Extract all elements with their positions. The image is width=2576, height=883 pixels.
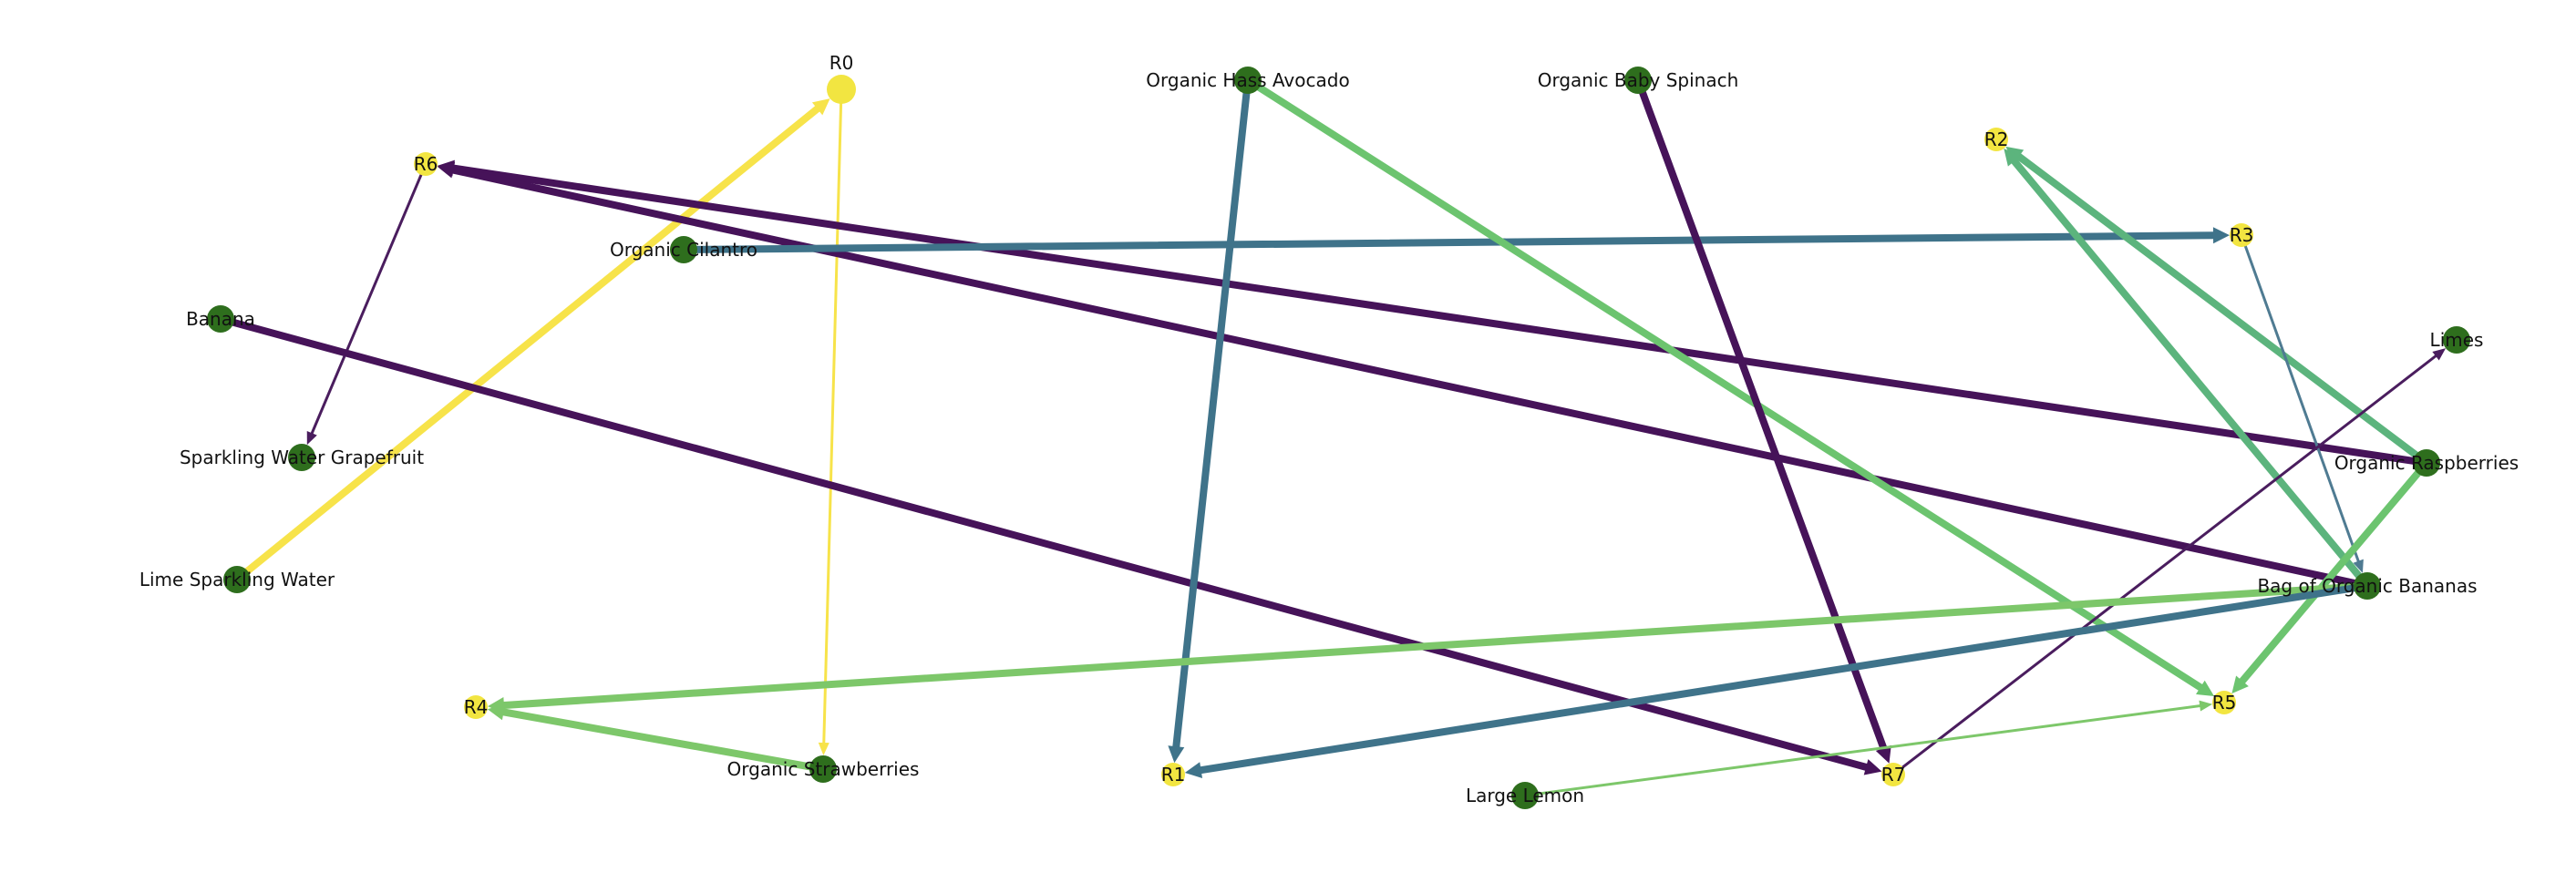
edge-line xyxy=(2009,156,2366,584)
edge-line xyxy=(1251,80,2206,693)
node-label-R2: R2 xyxy=(1984,128,2009,150)
node-R3[interactable] xyxy=(2230,223,2253,247)
node-R6[interactable] xyxy=(414,152,438,176)
edge-line xyxy=(448,164,2423,466)
edge-strawberries-to-R4 xyxy=(487,703,819,772)
edge-line xyxy=(498,582,2364,710)
edge-bagbananas-to-R1 xyxy=(1184,583,2364,779)
node-label-R5: R5 xyxy=(2212,692,2237,714)
node-R5[interactable] xyxy=(2212,691,2236,714)
edge-spinach-to-R7 xyxy=(1637,84,1891,764)
edge-line xyxy=(822,97,843,746)
edge-line xyxy=(448,166,2364,589)
node-R1[interactable] xyxy=(1161,763,1185,786)
edge-arrowhead xyxy=(2353,559,2364,573)
node-grapefruit[interactable] xyxy=(288,444,315,471)
edge-lemon-to-R5 xyxy=(1531,700,2213,796)
node-label-R0: R0 xyxy=(829,52,854,74)
edge-limesw-to-R0 xyxy=(239,98,830,579)
node-R7[interactable] xyxy=(1881,763,1905,786)
node-limes[interactable] xyxy=(2443,326,2470,354)
edge-bagbananas-to-R4 xyxy=(487,582,2364,714)
node-strawberries[interactable] xyxy=(809,755,837,783)
edge-line xyxy=(1172,84,1252,753)
node-label-R4: R4 xyxy=(464,696,489,718)
node-raspberries[interactable] xyxy=(2413,449,2440,477)
node-label-cilantro: Organic Cilantro xyxy=(610,239,757,261)
edge-banana-to-R7 xyxy=(224,317,1882,775)
edge-arrowhead xyxy=(2231,675,2249,694)
edge-line xyxy=(1637,84,1888,754)
edge-line xyxy=(1195,583,2364,775)
edge-R6-to-grapefruit xyxy=(306,169,425,446)
node-cilantro[interactable] xyxy=(670,236,697,263)
edge-raspberries-to-R6 xyxy=(437,159,2423,466)
edge-line xyxy=(2242,240,2361,565)
edge-arrowhead xyxy=(818,742,829,756)
node-label-R3: R3 xyxy=(2230,224,2254,246)
node-label-lemon: Large Lemon xyxy=(1466,785,1584,806)
edge-line xyxy=(1531,703,2203,796)
edge-line xyxy=(239,104,823,579)
node-label-avocado: Organic Hass Avocado xyxy=(1146,69,1349,91)
edge-bagbananas-to-R2 xyxy=(2004,149,2366,584)
edge-cilantro-to-R3 xyxy=(687,227,2231,253)
edge-arrowhead xyxy=(1184,762,1203,779)
edge-arrowhead xyxy=(2432,348,2447,361)
node-label-banana: Banana xyxy=(186,308,255,330)
node-R4[interactable] xyxy=(464,695,488,719)
edge-raspberries-to-R5 xyxy=(2231,465,2426,694)
edge-line xyxy=(224,317,1872,772)
edge-arrowhead xyxy=(811,98,830,116)
edge-line xyxy=(2237,465,2426,686)
node-bagbananas[interactable] xyxy=(2354,572,2381,600)
edge-arrowhead xyxy=(487,703,506,721)
edge-bagbananas-to-R6 xyxy=(437,161,2364,589)
edge-arrowhead xyxy=(306,430,317,446)
edge-avocado-to-R1 xyxy=(1168,84,1252,764)
edge-arrowhead xyxy=(2199,700,2213,712)
node-label-spinach: Organic Baby Spinach xyxy=(1538,69,1739,91)
node-banana[interactable] xyxy=(207,305,234,333)
node-label-strawberries: Organic Strawberries xyxy=(727,758,920,780)
node-label-R7: R7 xyxy=(1881,764,1906,785)
edge-arrowhead xyxy=(1863,759,1882,775)
node-label-raspberries: Organic Raspberries xyxy=(2334,452,2519,474)
edge-line xyxy=(1897,353,2439,772)
edge-arrowhead xyxy=(1168,745,1185,764)
node-label-grapefruit: Sparkling Water Grapefruit xyxy=(180,447,424,468)
edge-arrowhead xyxy=(2212,227,2231,244)
node-R2[interactable] xyxy=(1984,128,2008,151)
edge-arrowhead xyxy=(2004,149,2021,167)
edge-arrowhead xyxy=(1875,744,1891,764)
edge-R0-to-strawberries xyxy=(818,97,843,756)
edge-avocado-to-R5 xyxy=(1251,80,2215,697)
edge-R7-to-limes xyxy=(1897,348,2447,772)
node-label-limes: Limes xyxy=(2430,329,2484,351)
node-label-R1: R1 xyxy=(1161,764,1186,785)
edge-line xyxy=(498,708,819,772)
edges-layer xyxy=(224,80,2447,796)
node-spinach[interactable] xyxy=(1624,67,1652,94)
node-avocado[interactable] xyxy=(1234,67,1262,94)
edge-line xyxy=(2014,151,2424,462)
edge-arrowhead xyxy=(437,161,456,179)
nodes-layer xyxy=(207,67,2470,809)
edge-line xyxy=(687,231,2220,253)
edge-arrowhead xyxy=(2196,680,2215,697)
edge-line xyxy=(310,169,425,436)
node-label-bagbananas: Bag of Organic Bananas xyxy=(2257,575,2477,597)
node-label-R6: R6 xyxy=(414,153,438,175)
node-label-limesw: Lime Sparkling Water xyxy=(139,569,335,590)
node-R0[interactable] xyxy=(827,75,856,104)
node-limesw[interactable] xyxy=(223,566,251,593)
edge-R3-to-bagbananas xyxy=(2242,240,2364,573)
node-lemon[interactable] xyxy=(1511,782,1539,809)
